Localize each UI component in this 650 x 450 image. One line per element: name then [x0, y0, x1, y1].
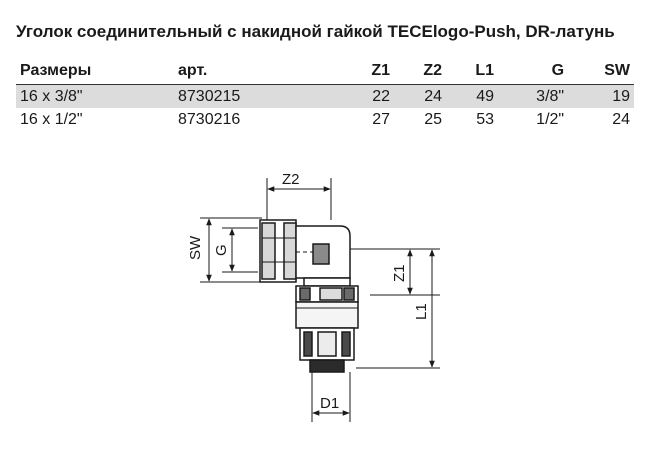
cell-z1: 27: [372, 110, 391, 128]
cell-z2: 25: [424, 110, 443, 128]
cell-article: 8730215: [174, 84, 342, 108]
col-header-sw: SW: [568, 58, 634, 85]
label-sw: SW: [187, 235, 204, 260]
fitting-drawing: [259, 219, 359, 373]
cell-sw: 24: [612, 110, 630, 128]
cell-size: 16 x 1/2": [20, 110, 83, 128]
table-row: 16 x 1/2" 8730216 27 25 53 1/2" 24: [16, 108, 634, 131]
cell-g: 1/2": [536, 110, 565, 128]
label-l1: L1: [413, 303, 430, 320]
spec-table: Размеры арт. Z1 Z2 L1 G SW 16 x 3/8" 873…: [16, 58, 634, 131]
col-header-z1: Z1: [342, 58, 395, 85]
cell-g: 3/8": [498, 84, 569, 108]
col-header-article: арт.: [174, 58, 342, 85]
cell-z1: 22: [342, 84, 395, 108]
col-header-g: G: [498, 58, 569, 85]
table-row: 16 x 3/8" 8730215 22 24 49 3/8" 19: [16, 84, 634, 108]
cell-article: 8730216: [178, 110, 241, 128]
label-z2: Z2: [282, 171, 300, 188]
label-d1: D1: [320, 395, 339, 412]
col-header-l1: L1: [446, 58, 499, 85]
cell-sw: 19: [568, 84, 634, 108]
col-header-size: Размеры: [16, 58, 174, 85]
cell-size: 16 x 3/8": [16, 84, 174, 108]
dimension-lines: [206, 186, 435, 416]
extension-lines: [200, 178, 440, 422]
cell-l1: 53: [476, 110, 495, 128]
col-header-z2: Z2: [394, 58, 447, 85]
label-g: G: [213, 244, 230, 256]
cell-l1: 49: [446, 84, 499, 108]
label-z1: Z1: [391, 264, 408, 282]
technical-drawing: Z2 SW G Z1 L1 D1: [187, 171, 440, 422]
page-title: Уголок соединительный с накидной гайкой …: [16, 22, 615, 41]
cell-z2: 24: [394, 84, 447, 108]
table-header-row: Размеры арт. Z1 Z2 L1 G SW: [16, 58, 634, 85]
